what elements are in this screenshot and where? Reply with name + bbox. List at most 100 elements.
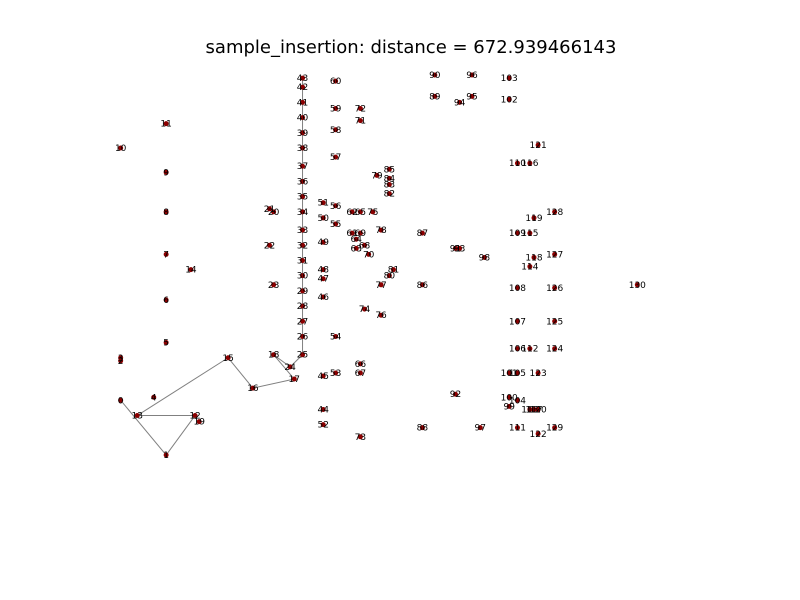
node-label: 118	[525, 253, 542, 263]
node-point	[320, 422, 326, 428]
node-label: 73	[355, 433, 366, 443]
node-label: 83	[384, 180, 395, 190]
node-label: 38	[297, 144, 309, 154]
node-label: 47	[317, 275, 328, 285]
node-point	[333, 333, 339, 339]
node-label: 31	[297, 256, 308, 266]
node-point	[250, 385, 256, 391]
node-point	[469, 93, 475, 99]
node-point	[300, 288, 306, 294]
node-label: 9	[163, 168, 169, 178]
node-label: 97	[475, 424, 486, 434]
node-point	[378, 227, 384, 233]
node-label: 88	[417, 424, 429, 434]
node-point	[357, 361, 363, 367]
node-point	[333, 370, 339, 376]
node-label: 45	[317, 372, 328, 382]
node-point	[320, 373, 326, 379]
node-point	[386, 191, 392, 197]
node-label: 6	[163, 296, 169, 306]
node-label: 84	[384, 174, 396, 184]
node-label: 103	[501, 74, 518, 84]
node-label: 36	[297, 177, 309, 187]
node-label: 18	[268, 351, 280, 361]
node-point	[300, 333, 306, 339]
node-label: 75	[367, 208, 378, 218]
node-point	[291, 376, 297, 382]
tour-edge	[273, 354, 291, 368]
node-point	[333, 105, 339, 111]
node-label: 51	[317, 199, 328, 209]
node-label: 52	[317, 421, 328, 431]
node-point	[357, 370, 363, 376]
node-label: 42	[297, 83, 308, 93]
node-point	[266, 242, 272, 248]
node-label: 68	[359, 241, 371, 251]
node-point	[163, 169, 169, 175]
node-point	[320, 294, 326, 300]
node-point	[419, 425, 425, 431]
node-point	[514, 397, 520, 403]
node-label: 122	[530, 430, 547, 440]
node-point	[477, 425, 483, 431]
node-label: 20	[268, 208, 280, 218]
node-point	[320, 200, 326, 206]
node-point	[552, 425, 558, 431]
node-point	[535, 406, 541, 412]
node-point	[514, 285, 520, 291]
node-label: 117	[525, 405, 542, 415]
tour-edge	[120, 400, 167, 456]
node-point	[452, 245, 458, 251]
node-point	[163, 121, 169, 127]
node-label: 21	[264, 205, 275, 215]
node-point	[118, 145, 124, 151]
node-point	[163, 340, 169, 346]
node-point	[225, 355, 231, 361]
node-point	[163, 251, 169, 257]
node-point	[378, 312, 384, 318]
node-label: 41	[297, 98, 308, 108]
node-label: 74	[359, 305, 371, 315]
node-point	[386, 273, 392, 279]
node-label: 61	[346, 229, 357, 239]
node-label: 56	[330, 202, 342, 212]
node-point	[320, 239, 326, 245]
node-label: 7	[163, 250, 169, 260]
node-label: 17	[289, 375, 300, 385]
node-point	[514, 346, 520, 352]
node-point	[300, 227, 306, 233]
node-point	[357, 118, 363, 124]
node-point	[196, 419, 202, 425]
node-label: 85	[384, 165, 395, 175]
node-point	[300, 163, 306, 169]
node-label: 43	[297, 74, 308, 84]
node-point	[469, 72, 475, 78]
node-label: 0	[118, 396, 124, 406]
node-point	[506, 403, 512, 409]
node-label: 124	[546, 345, 563, 355]
chart-title: sample_insertion: distance = 672.9394661…	[206, 37, 617, 58]
node-label: 13	[131, 412, 142, 422]
node-label: 29	[297, 287, 309, 297]
node-label: 102	[501, 95, 518, 105]
node-label: 127	[546, 250, 563, 260]
node-label: 50	[317, 214, 329, 224]
node-point	[535, 431, 541, 437]
node-label: 93	[454, 244, 465, 254]
node-label: 66	[355, 360, 367, 370]
node-point	[300, 145, 306, 151]
node-point	[300, 209, 306, 215]
node-point	[390, 267, 396, 273]
node-point	[300, 178, 306, 184]
node-label: 126	[546, 284, 563, 294]
node-label: 16	[247, 384, 259, 394]
node-label: 60	[330, 77, 342, 87]
node-label: 90	[429, 71, 441, 81]
node-point	[300, 75, 306, 81]
node-label: 30	[297, 272, 309, 282]
node-label: 125	[546, 317, 563, 327]
node-point	[527, 230, 533, 236]
node-point	[457, 99, 463, 105]
node-label: 65	[355, 208, 366, 218]
